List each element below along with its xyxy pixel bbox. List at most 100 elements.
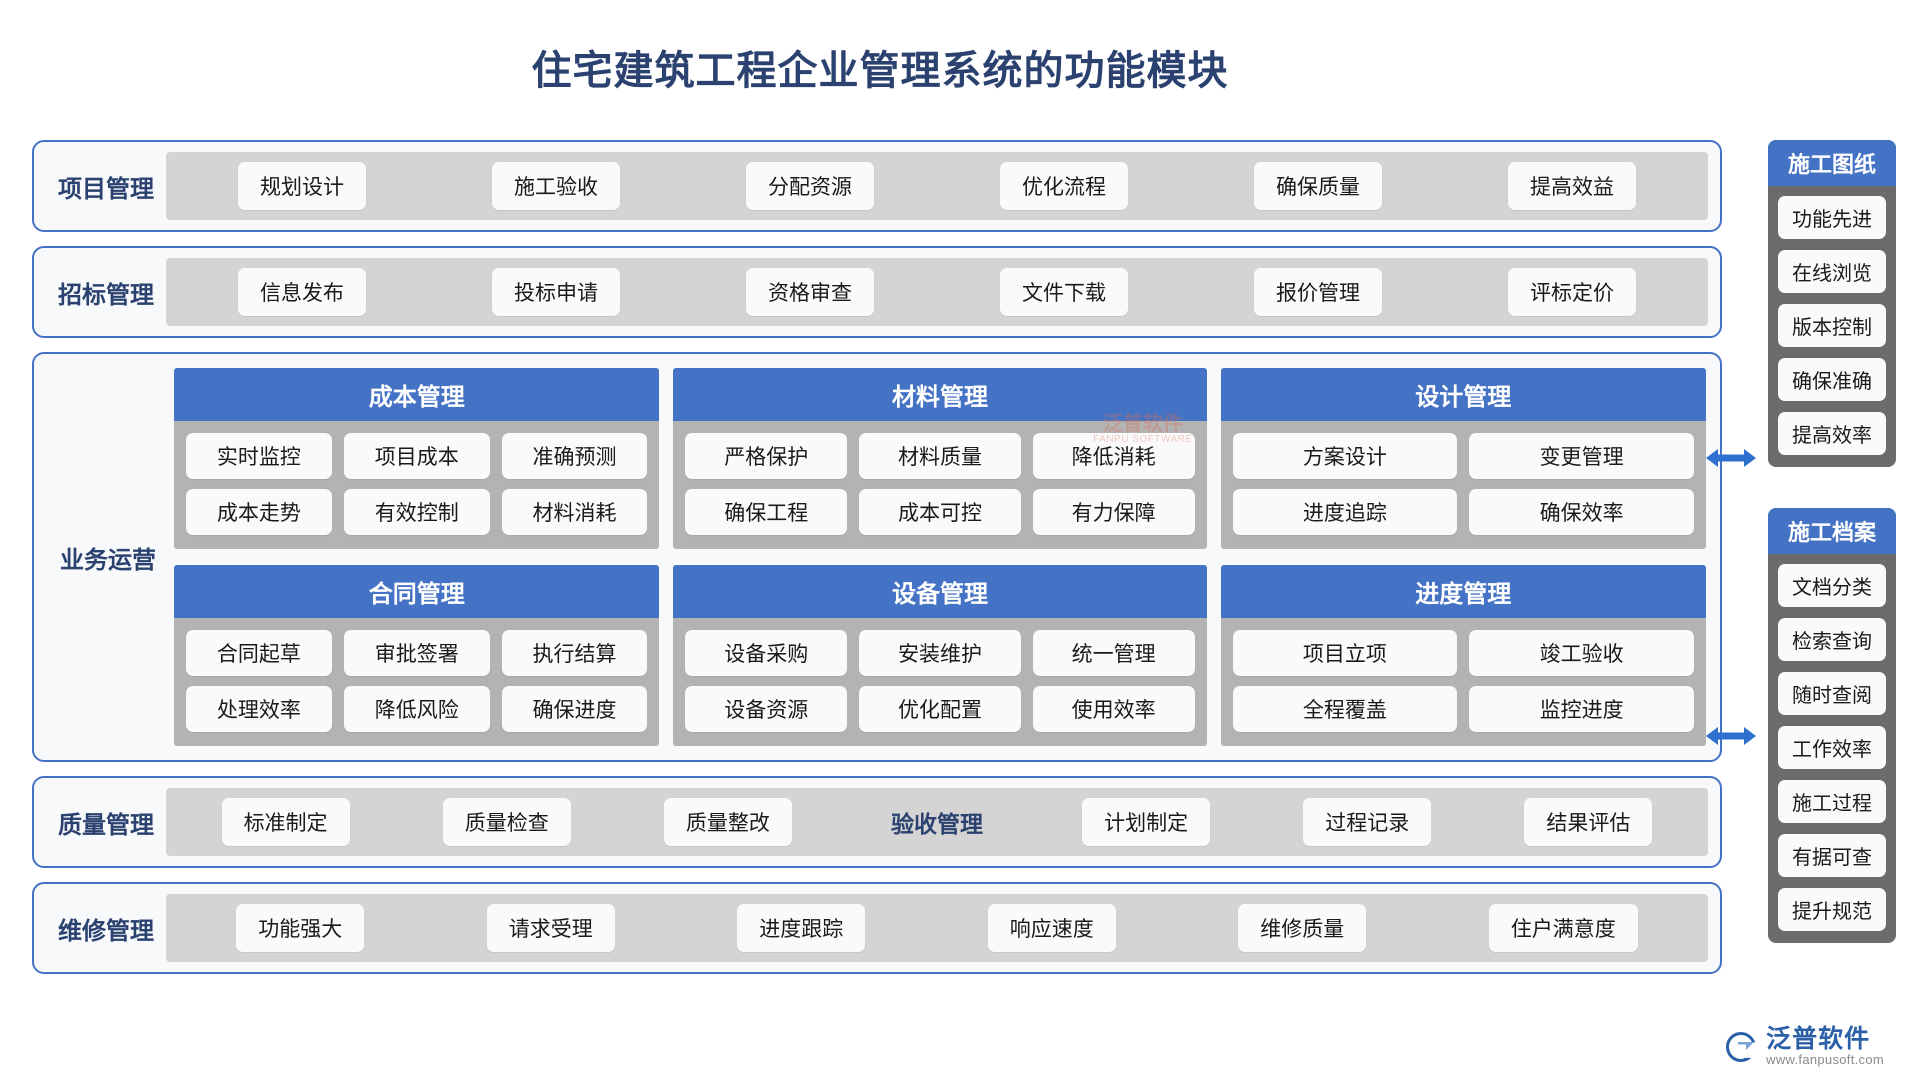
sidebar-item[interactable]: 确保准确	[1778, 358, 1886, 401]
module-item[interactable]: 项目立项	[1232, 630, 1458, 676]
row-item[interactable]: 资格审查	[746, 268, 874, 316]
logo-text-block: 泛普软件 www.fanpusoft.com	[1766, 1027, 1884, 1066]
row-label: 维修管理	[58, 917, 154, 945]
module-item[interactable]: 安装维护	[859, 630, 1021, 676]
module-item[interactable]: 使用效率	[1032, 686, 1195, 732]
row-item[interactable]: 计划制定	[1082, 798, 1211, 846]
row-item[interactable]: 确保质量	[1254, 162, 1382, 210]
module-body: 实时监控 项目成本 准确预测 成本走势 有效控制 材料消耗	[174, 421, 660, 549]
row-items-band: 功能强大 请求受理 进度跟踪 响应速度 维修质量 住户满意度	[166, 894, 1708, 962]
row-item[interactable]: 规划设计	[238, 162, 366, 210]
row-item[interactable]: 标准制定	[221, 798, 350, 846]
module-row: 全程覆盖 监控进度	[1232, 686, 1694, 732]
sidebar-item[interactable]: 检索查询	[1778, 618, 1886, 661]
sidebar-item[interactable]: 工作效率	[1778, 726, 1886, 769]
module-row: 项目立项 竣工验收	[1232, 630, 1694, 676]
row-item[interactable]: 住户满意度	[1488, 904, 1638, 952]
sidebar-item[interactable]: 随时查阅	[1778, 672, 1886, 715]
module-item[interactable]: 优化配置	[859, 686, 1021, 732]
module-item[interactable]: 设备资源	[685, 686, 848, 732]
module-item[interactable]: 准确预测	[501, 433, 648, 479]
sidebar-item[interactable]: 版本控制	[1778, 304, 1886, 347]
module-item[interactable]: 严格保护	[685, 433, 848, 479]
sidebar-title: 施工档案	[1768, 508, 1896, 554]
row-item[interactable]: 提高效益	[1508, 162, 1636, 210]
module-body: 项目立项 竣工验收 全程覆盖 监控进度	[1220, 618, 1706, 746]
business-operations-card: 业务运营 成本管理 实时监控 项目成本 准确预测 成本走势 有效控制	[32, 352, 1722, 762]
module-item[interactable]: 有力保障	[1032, 489, 1195, 535]
row-item[interactable]: 功能强大	[236, 904, 365, 952]
module-item[interactable]: 设备采购	[685, 630, 848, 676]
row-item[interactable]: 优化流程	[1000, 162, 1128, 210]
module-item[interactable]: 监控进度	[1469, 686, 1694, 732]
module-item[interactable]: 成本可控	[859, 489, 1021, 535]
row-item[interactable]: 投标申请	[492, 268, 620, 316]
row-item[interactable]: 质量检查	[442, 798, 571, 846]
row-item[interactable]: 过程记录	[1303, 798, 1432, 846]
module-item[interactable]: 全程覆盖	[1232, 686, 1458, 732]
row-item[interactable]: 报价管理	[1254, 268, 1382, 316]
row-item[interactable]: 评标定价	[1508, 268, 1636, 316]
sidebar-item[interactable]: 提高效率	[1778, 412, 1886, 455]
module-design-management: 设计管理 方案设计 变更管理 进度追踪 确保效率	[1220, 368, 1706, 549]
row-project-management: 项目管理 规划设计 施工验收 分配资源 优化流程 确保质量 提高效益	[32, 140, 1722, 232]
module-item[interactable]: 进度追踪	[1232, 489, 1458, 535]
module-row: 进度追踪 确保效率	[1232, 489, 1694, 535]
row-item[interactable]: 请求受理	[486, 904, 615, 952]
row-item[interactable]: 分配资源	[746, 162, 874, 210]
row-item[interactable]: 结果评估	[1524, 798, 1653, 846]
module-row: 设备资源 优化配置 使用效率	[685, 686, 1195, 732]
module-item[interactable]: 材料消耗	[501, 489, 648, 535]
module-title: 合同管理	[174, 565, 660, 618]
module-body: 严格保护 材料质量 降低消耗 确保工程 成本可控 有力保障	[673, 421, 1207, 549]
module-item[interactable]: 材料质量	[859, 433, 1021, 479]
module-material-management: 材料管理 严格保护 材料质量 降低消耗 确保工程 成本可控 有力保障	[673, 368, 1207, 549]
module-item[interactable]: 成本走势	[186, 489, 332, 535]
module-item[interactable]: 有效控制	[343, 489, 490, 535]
ops-label: 业务运营	[60, 546, 156, 574]
module-item[interactable]: 方案设计	[1232, 433, 1458, 479]
module-body: 设备采购 安装维护 统一管理 设备资源 优化配置 使用效率	[673, 618, 1207, 746]
row-quality-management: 质量管理 标准制定 质量检查 质量整改 验收管理 计划制定 过程记录 结果评估	[32, 776, 1722, 868]
row-item[interactable]: 进度跟踪	[737, 904, 866, 952]
sidebar-item[interactable]: 施工过程	[1778, 780, 1886, 823]
row-maintenance-management: 维修管理 功能强大 请求受理 进度跟踪 响应速度 维修质量 住户满意度	[32, 882, 1722, 974]
module-item[interactable]: 确保效率	[1469, 489, 1694, 535]
module-item[interactable]: 执行结算	[501, 630, 648, 676]
module-item[interactable]: 实时监控	[186, 433, 332, 479]
module-body: 合同起草 审批签署 执行结算 处理效率 降低风险 确保进度	[174, 618, 660, 746]
module-item[interactable]: 统一管理	[1032, 630, 1195, 676]
page-title: 住宅建筑工程企业管理系统的功能模块	[531, 49, 1229, 93]
module-title: 设计管理	[1220, 368, 1706, 421]
row-items-band: 标准制定 质量检查 质量整改 验收管理 计划制定 过程记录 结果评估	[166, 788, 1708, 856]
module-cost-management: 成本管理 实时监控 项目成本 准确预测 成本走势 有效控制 材料消耗	[174, 368, 660, 549]
module-item[interactable]: 确保进度	[501, 686, 648, 732]
module-title: 进度管理	[1220, 565, 1706, 618]
row-item[interactable]: 施工验收	[492, 162, 620, 210]
sidebar-item[interactable]: 在线浏览	[1778, 250, 1886, 293]
sidebar-item[interactable]: 提升规范	[1778, 888, 1886, 931]
row-label: 质量管理	[58, 811, 154, 839]
row-item[interactable]: 质量整改	[663, 798, 792, 846]
module-row: 确保工程 成本可控 有力保障	[685, 489, 1195, 535]
module-item[interactable]: 处理效率	[186, 686, 332, 732]
fanpu-logo-icon	[1724, 1030, 1758, 1064]
module-item[interactable]: 降低消耗	[1032, 433, 1195, 479]
module-title: 材料管理	[673, 368, 1207, 421]
module-item[interactable]: 降低风险	[343, 686, 490, 732]
sidebar-item[interactable]: 有据可查	[1778, 834, 1886, 877]
row-item[interactable]: 信息发布	[238, 268, 366, 316]
module-item[interactable]: 变更管理	[1469, 433, 1694, 479]
row-item[interactable]: 响应速度	[987, 904, 1116, 952]
module-item[interactable]: 合同起草	[186, 630, 332, 676]
sidebar-item[interactable]: 功能先进	[1778, 196, 1886, 239]
row-items-band: 规划设计 施工验收 分配资源 优化流程 确保质量 提高效益	[166, 152, 1708, 220]
row-item[interactable]: 文件下载	[1000, 268, 1128, 316]
module-item[interactable]: 竣工验收	[1469, 630, 1694, 676]
module-item[interactable]: 审批签署	[343, 630, 490, 676]
sidebar-item[interactable]: 文档分类	[1778, 564, 1886, 607]
logo-name: 泛普软件	[1766, 1025, 1871, 1054]
row-item[interactable]: 维修质量	[1238, 904, 1367, 952]
module-item[interactable]: 项目成本	[343, 433, 490, 479]
module-item[interactable]: 确保工程	[685, 489, 848, 535]
